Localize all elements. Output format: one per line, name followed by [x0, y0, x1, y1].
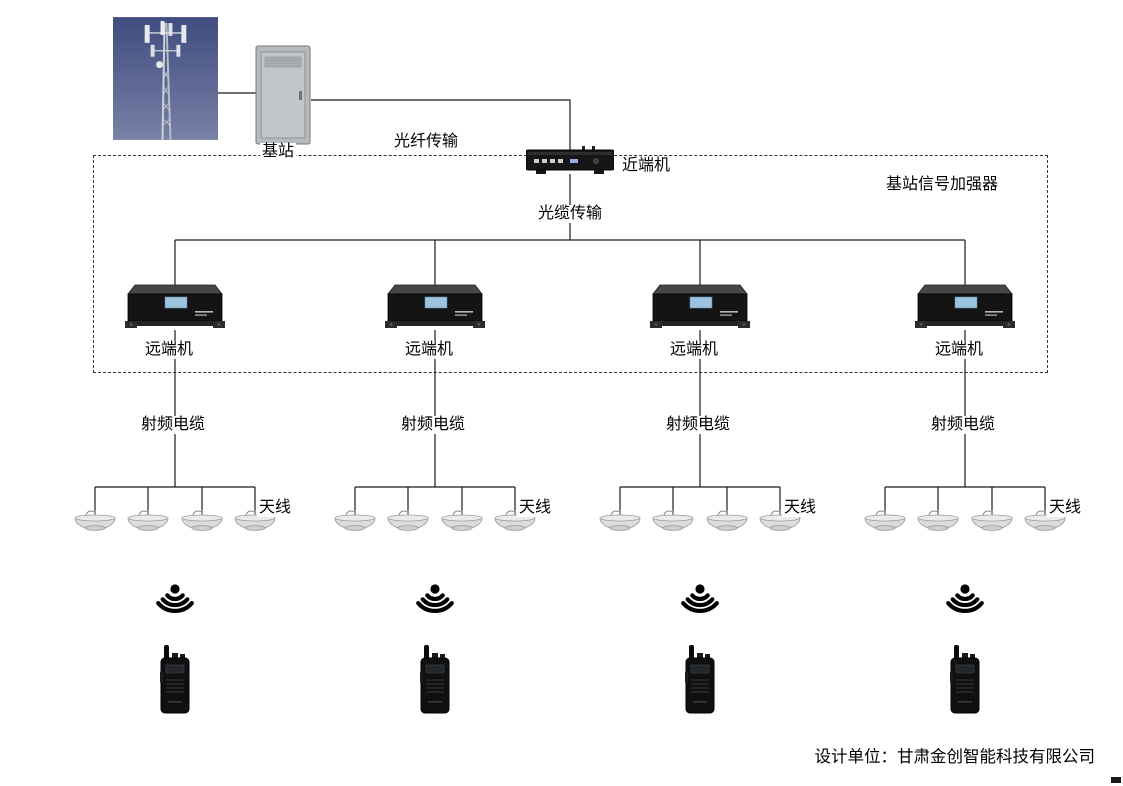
- near-end-unit-label: 近端机: [620, 157, 673, 176]
- rf-cable-label: 射频电缆: [398, 416, 468, 435]
- antenna-label: 天线: [1047, 499, 1084, 518]
- ceiling-antenna: [438, 508, 486, 534]
- rf-cable-label: 射频电缆: [928, 416, 998, 435]
- ceiling-antenna: [596, 508, 644, 534]
- base-station-tower-photo: [113, 17, 218, 140]
- remote-unit-label: 远端机: [142, 341, 196, 360]
- ceiling-antenna: [914, 508, 962, 534]
- ceiling-antenna: [331, 508, 379, 534]
- wifi-signal-icon: [678, 583, 722, 615]
- wifi-signal-icon: [413, 583, 457, 615]
- antenna-label: 天线: [782, 499, 819, 518]
- walkie-talkie: [685, 645, 715, 715]
- wifi-signal-icon: [943, 583, 987, 615]
- walkie-talkie: [420, 645, 450, 715]
- rf-cable-label: 射频电缆: [663, 416, 733, 435]
- walkie-talkie: [160, 645, 190, 715]
- wifi-signal-icon: [153, 583, 197, 615]
- remote-unit-device: [385, 281, 485, 333]
- antenna-label: 天线: [517, 499, 554, 518]
- remote-unit-device: [650, 281, 750, 333]
- base-station-label: 基站: [259, 143, 297, 162]
- ceiling-antenna: [968, 508, 1016, 534]
- remote-unit-device: [915, 281, 1015, 333]
- remote-unit-device: [125, 281, 225, 333]
- ceiling-antenna: [649, 508, 697, 534]
- ceiling-antenna: [861, 508, 909, 534]
- equipment-cabinet: [255, 45, 311, 145]
- corner-mark: [1111, 777, 1121, 783]
- ceiling-antenna: [124, 508, 172, 534]
- amplifier-boundary-label: 基站信号加强器: [884, 176, 1001, 195]
- optical-cable-transmission-label: 光缆传输: [535, 205, 605, 224]
- remote-unit-label: 远端机: [932, 341, 986, 360]
- walkie-talkie: [950, 645, 980, 715]
- remote-unit-label: 远端机: [667, 341, 721, 360]
- rf-cable-label: 射频电缆: [138, 416, 208, 435]
- ceiling-antenna: [384, 508, 432, 534]
- near-end-unit-device: [526, 146, 614, 176]
- ceiling-antenna: [703, 508, 751, 534]
- fiber-transmission-label: 光纤传输: [391, 133, 461, 152]
- remote-unit-label: 远端机: [402, 341, 456, 360]
- ceiling-antenna: [178, 508, 226, 534]
- ceiling-antenna: [71, 508, 119, 534]
- design-credit: 设计单位：甘肃金创智能科技有限公司: [814, 747, 1096, 766]
- antenna-label: 天线: [257, 499, 294, 518]
